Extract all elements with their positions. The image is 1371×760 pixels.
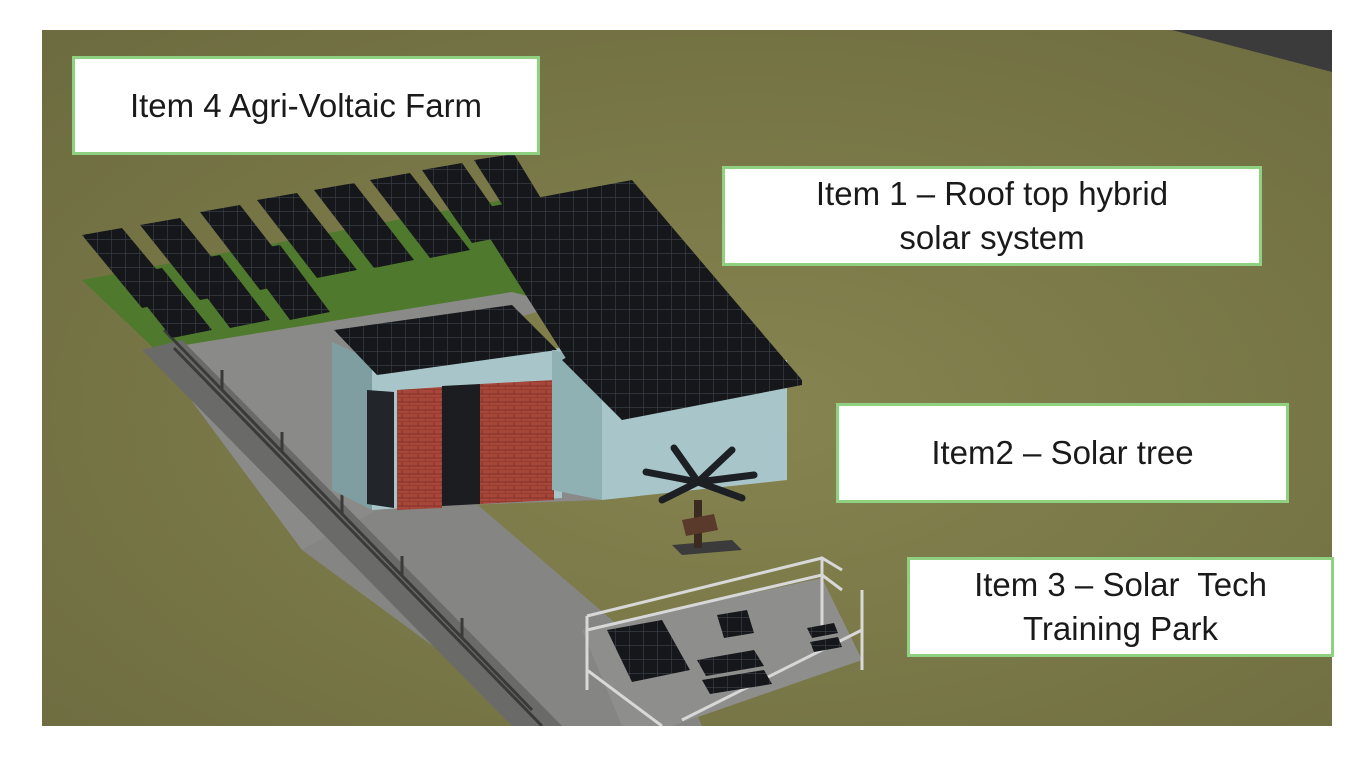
solar-tree [642, 444, 758, 555]
roof-edge-panels [562, 348, 642, 420]
training-panel-row-3 [807, 623, 838, 638]
label-item-2-line-1: Item2 – Solar tree [931, 434, 1194, 472]
brick-panel-right [480, 380, 554, 504]
training-panel-row-1 [697, 650, 764, 676]
training-panel-row-4 [810, 637, 842, 652]
training-panel-small [717, 610, 754, 638]
label-item-1-roof-top-hybrid: Item 1 – Roof top hybrid solar system [722, 166, 1262, 266]
building [332, 180, 802, 510]
dark-window [442, 384, 480, 506]
building-left-side [332, 342, 372, 510]
flat-roof-panels [334, 305, 557, 375]
training-panel-large [607, 620, 690, 682]
pitched-roof-panels [472, 180, 802, 420]
brick-panel-left [397, 387, 442, 510]
label-item-3-training-park: Item 3 – Solar Tech Training Park [907, 557, 1334, 657]
label-item-4-line-1: Item 4 Agri-Voltaic Farm [129, 86, 483, 124]
label-item-1-line-1: Item 1 – Roof top hybrid [815, 175, 1169, 213]
site-render [42, 30, 1332, 726]
dark-column [367, 390, 394, 508]
road-strip [142, 340, 562, 726]
label-item-3-line-1: Item 3 – Solar Tech [974, 566, 1267, 604]
label-item-2-solar-tree: Item2 – Solar tree [836, 403, 1289, 503]
label-item-1-line-2: solar system [899, 219, 1085, 256]
label-item-3-line-2: Training Park [1022, 610, 1219, 647]
label-item-4-agri-voltaic-farm: Item 4 Agri-Voltaic Farm [72, 56, 540, 155]
training-panel-row-2 [702, 670, 772, 694]
training-park [585, 556, 864, 726]
dark-horizon [1172, 30, 1332, 72]
perimeter-fence [162, 328, 544, 726]
site-illustration [42, 30, 1332, 726]
